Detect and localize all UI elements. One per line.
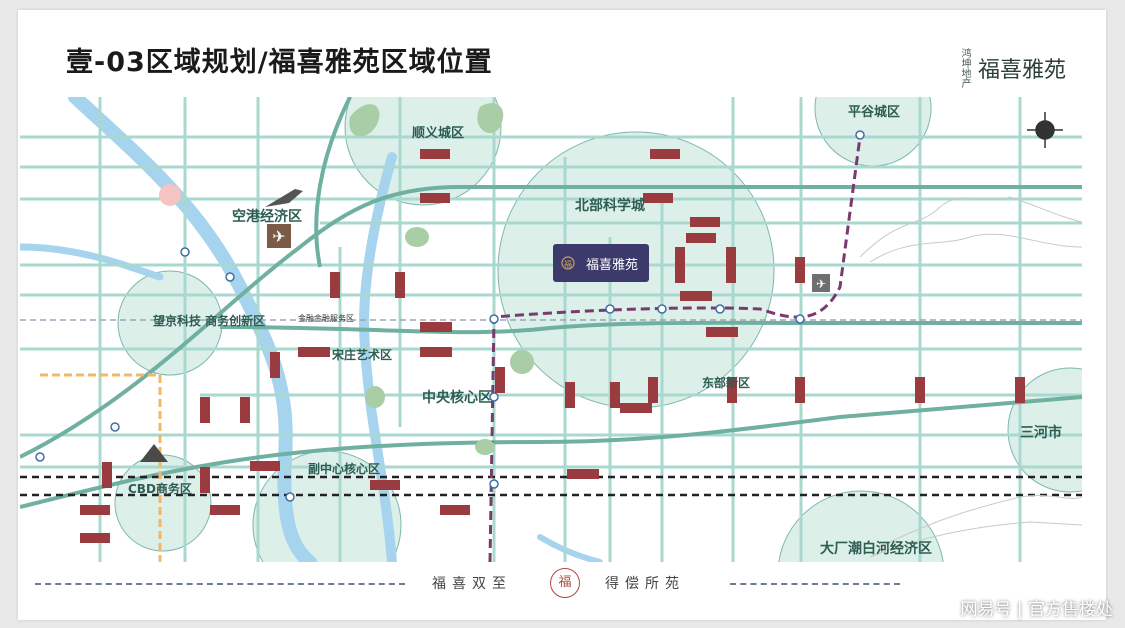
- stations: [35, 130, 865, 502]
- airport-expressway: [20, 185, 1082, 459]
- river-south: [537, 534, 603, 562]
- zone-label-finance: 金融金融服务区: [298, 313, 354, 323]
- mountains-decoration: [859, 196, 1082, 558]
- river-chaobai: [359, 152, 397, 562]
- zone-label-central: 中央核心区: [422, 389, 492, 406]
- roads: [20, 97, 1082, 562]
- footer-dashline-right: [730, 583, 900, 585]
- zone-label-science-city: 北部科学城: [575, 197, 645, 214]
- svg-text:✈: ✈: [816, 277, 826, 291]
- park-6: [475, 439, 495, 455]
- footer: 福喜双至 福 得偿所苑: [20, 568, 1070, 598]
- airport-icon: ✈: [267, 224, 291, 248]
- zone-label-shunyi: 顺义城区: [412, 125, 464, 141]
- project-logo-text: 福: [564, 260, 572, 269]
- park-3: [405, 227, 429, 247]
- zone-label-airport: 空港经济区: [232, 208, 302, 225]
- plane-icon: [265, 189, 303, 207]
- project-marker: 福 福喜雅苑: [553, 244, 649, 282]
- metro-line-pinggu: [488, 136, 862, 562]
- dachang-zone: [778, 490, 944, 562]
- major-roads: [20, 97, 1082, 509]
- jingha-road: [20, 395, 1082, 509]
- brand-name: 福喜雅苑: [977, 58, 1066, 83]
- zone-label-cbd: CBD商务区: [128, 481, 192, 496]
- airport-icon-east: ✈: [812, 274, 830, 292]
- road-labels: [80, 149, 1025, 543]
- rail-lines: [20, 475, 1082, 497]
- sun-decoration: [159, 184, 181, 206]
- cbd-zone: [114, 454, 212, 552]
- zone-label-dachang: 大厂潮白河经济区: [820, 540, 932, 557]
- watermark: 网易号 | 官方售楼处: [960, 600, 1113, 620]
- zone-label-sanhe: 三河市: [1020, 424, 1062, 441]
- park-1: [349, 104, 380, 137]
- footer-seal: 福: [550, 568, 580, 598]
- park-2: [477, 103, 504, 134]
- brand-sub: 鸿坤地产: [958, 48, 970, 88]
- metro-orange: [40, 373, 162, 562]
- footer-motto-left: 福喜双至: [432, 576, 512, 592]
- zone-label-east: 东部新区: [702, 375, 750, 390]
- page-title: 壹-03区域规划/福喜雅苑区域位置: [66, 47, 493, 78]
- zone-label-songzhuang: 宋庄艺术区: [332, 347, 392, 362]
- park-5: [365, 386, 385, 408]
- zone-label-sub-center: 副中心核心区: [308, 461, 380, 476]
- zone-label-pinggu: 平谷城区: [848, 104, 900, 120]
- cbd-landmark-icon: [140, 444, 168, 462]
- jingcheng-road: [314, 97, 352, 268]
- footer-motto-right: 得偿所苑: [605, 576, 685, 592]
- river-wenyu: [68, 97, 317, 562]
- brand-logo: 鸿坤地产 福喜雅苑: [959, 48, 1066, 88]
- compass-icon: [1027, 112, 1063, 148]
- zone-label-wangjing: 望京科技 商务创新区: [153, 313, 265, 328]
- footer-dashline-left: [35, 583, 405, 585]
- project-label: 福喜雅苑: [586, 258, 638, 273]
- svg-text:✈: ✈: [272, 227, 285, 246]
- region-map: ✈ ✈ 福 福喜雅苑 平谷城区 顺义城区 北部科学城 空港经济区 中央核心区 三…: [20, 97, 1082, 562]
- jingtong-road: [219, 320, 1082, 335]
- parks: [349, 103, 534, 455]
- park-4: [510, 350, 534, 374]
